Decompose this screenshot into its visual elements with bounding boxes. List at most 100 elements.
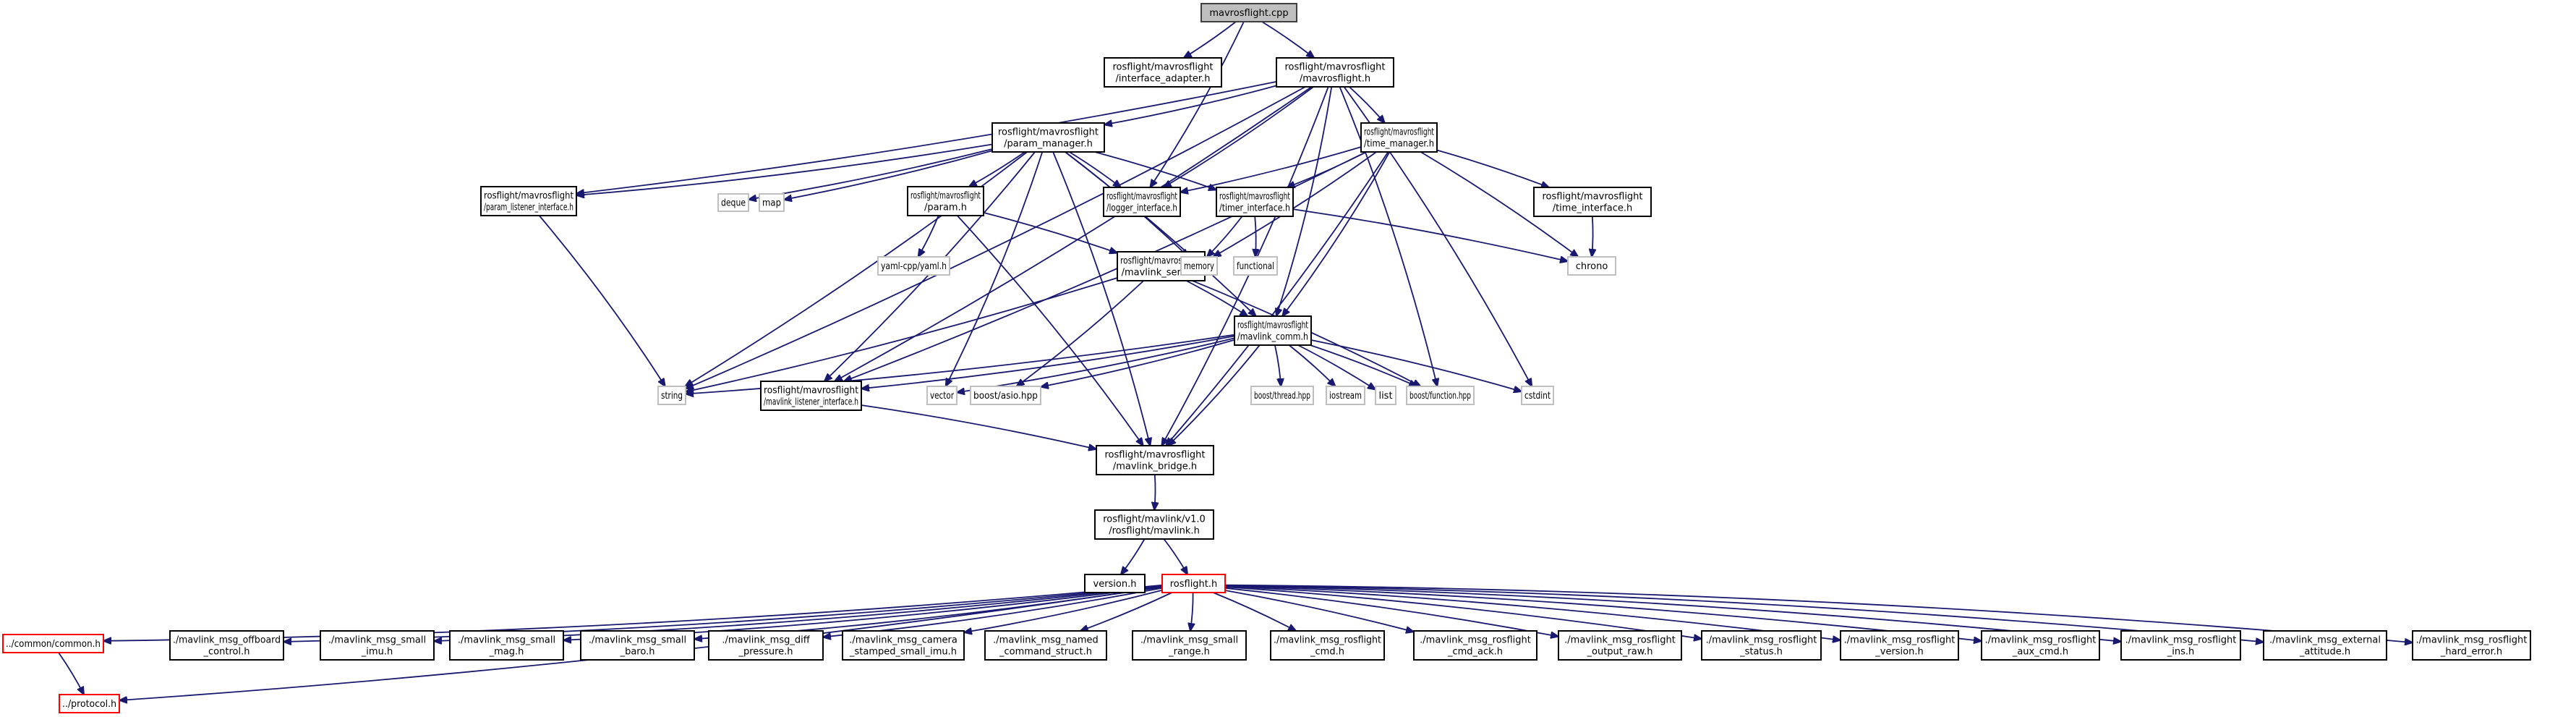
node-label-mli-line2: /mavlink_listener_interface.h	[764, 397, 858, 408]
edge-pm-to-param	[969, 151, 1025, 187]
node-label-m_version-line2: _version.h	[1875, 647, 1924, 658]
node-box-bridge	[1096, 445, 1214, 475]
node-box-m_cmd	[1270, 630, 1385, 661]
node-m_ins[interactable]: ./mavlink_msg_rosflight_ins.h	[2120, 630, 2241, 661]
node-label-mavh-line1: rosflight/mavrosflight	[1284, 62, 1385, 73]
node-rosflight[interactable]: rosflight.h	[1161, 574, 1226, 593]
edge-comm-to-bfunc	[1310, 344, 1417, 386]
node-box-common	[2, 634, 104, 653]
node-label-timer-line1: rosflight/mavrosflight	[1219, 192, 1290, 203]
edge-bridge-to-mavlink	[1154, 474, 1155, 510]
node-box-m_cam	[842, 630, 965, 661]
node-label-m_mag-line2: _mag.h	[489, 647, 524, 658]
node-m_imu[interactable]: ./mavlink_msg_small_imu.h	[320, 630, 435, 661]
node-box-cpp	[1200, 3, 1297, 22]
node-label-thread-line1: boost/thread.hpp	[1254, 391, 1310, 402]
node-label-list-line1: list	[1378, 391, 1392, 402]
node-label-vector-line1: vector	[930, 391, 955, 402]
node-timer[interactable]: rosflight/mavrosflight/timer_interface.h	[1216, 187, 1294, 217]
edge-pm-to-pli	[576, 143, 993, 195]
node-param[interactable]: rosflight/mavrosflight/param.h	[907, 186, 984, 216]
node-box-m_outraw	[1558, 630, 1682, 661]
edge-comm-to-mli	[861, 335, 1235, 389]
node-m_outraw[interactable]: ./mavlink_msg_rosflight_output_raw.h	[1558, 630, 1682, 661]
edge-timer-to-functional	[1255, 216, 1256, 257]
node-m_cmd[interactable]: ./mavlink_msg_rosflight_cmd.h	[1270, 630, 1385, 661]
node-label-cpp-line1: mavrosflight.cpp	[1209, 8, 1288, 19]
node-m_baro[interactable]: ./mavlink_msg_small_baro.h	[580, 630, 695, 661]
node-tm[interactable]: rosflight/mavrosflight/time_manager.h	[1360, 122, 1438, 153]
node-m_version[interactable]: ./mavlink_msg_rosflight_version.h	[1840, 630, 1959, 661]
node-box-param	[907, 186, 984, 216]
edge-comm-to-thread	[1274, 344, 1281, 386]
node-label-m_ins-line1: ./mavlink_msg_rosflight	[2125, 635, 2237, 646]
edge-mavh-to-tm	[1349, 86, 1385, 123]
node-label-m_outraw-line1: ./mavlink_msg_rosflight	[1564, 635, 1676, 646]
node-box-iface	[1104, 57, 1222, 88]
node-m_harderr[interactable]: ./mavlink_msg_rosflight_hard_error.h	[2412, 630, 2531, 661]
node-label-common-line1: ../common/common.h	[6, 639, 101, 650]
node-m_cmdack[interactable]: ./mavlink_msg_rosflight_cmd_ack.h	[1413, 630, 1538, 661]
node-label-param-line2: /param.h	[924, 203, 967, 213]
node-box-m_extatt	[2263, 630, 2387, 661]
node-m_range[interactable]: ./mavlink_msg_small_range.h	[1132, 630, 1247, 661]
node-label-m_harderr-line2: _hard_error.h	[2440, 647, 2502, 658]
node-m_mag[interactable]: ./mavlink_msg_small_mag.h	[449, 630, 564, 661]
node-pli[interactable]: rosflight/mavrosflight/param_listener_in…	[480, 186, 577, 216]
node-box-m_offboard	[169, 630, 284, 661]
node-label-version-line1: version.h	[1093, 579, 1137, 590]
node-box-m_baro	[580, 630, 695, 661]
node-pm[interactable]: rosflight/mavrosflight/param_manager.h	[991, 122, 1105, 153]
node-common[interactable]: ../common/common.h	[2, 634, 104, 653]
node-mavh[interactable]: rosflight/mavrosflight/mavrosflight.h	[1276, 57, 1394, 88]
node-thread: boost/thread.hpp	[1250, 386, 1314, 405]
node-timei[interactable]: rosflight/mavrosflight/time_interface.h	[1533, 187, 1652, 217]
node-label-comm-line1: rosflight/mavrosflight	[1237, 321, 1308, 331]
edge-pli-to-string	[539, 215, 665, 386]
node-cpp[interactable]: mavrosflight.cpp	[1200, 3, 1297, 22]
node-label-m_cam-line1: ./mavlink_msg_camera	[849, 635, 958, 646]
edge-mli-to-bridge	[861, 404, 1096, 449]
node-box-version	[1084, 574, 1146, 593]
node-label-memory-line1: memory	[1184, 261, 1214, 272]
node-box-cstdint	[1521, 386, 1554, 405]
node-label-tm-line2: /time_manager.h	[1364, 139, 1434, 150]
node-label-chrono-line1: chrono	[1576, 261, 1608, 272]
node-bridge[interactable]: rosflight/mavrosflight/mavlink_bridge.h	[1096, 445, 1214, 475]
node-box-comm	[1234, 315, 1312, 346]
node-version[interactable]: version.h	[1084, 574, 1146, 593]
node-m_status[interactable]: ./mavlink_msg_rosflight_status.h	[1701, 630, 1822, 661]
node-mli[interactable]: rosflight/mavrosflight/mavlink_listener_…	[760, 381, 862, 411]
node-label-asio-line1: boost/asio.hpp	[973, 391, 1038, 402]
node-mavlink[interactable]: rosflight/mavlink/v1.0/rosflight/mavlink…	[1094, 509, 1214, 540]
node-m_diff[interactable]: ./mavlink_msg_diff_pressure.h	[708, 630, 824, 661]
node-box-map	[759, 193, 785, 212]
node-label-m_range-line1: ./mavlink_msg_small	[1140, 635, 1238, 646]
edge-pm-to-vector	[946, 151, 1044, 386]
node-box-list	[1375, 386, 1396, 405]
node-protocol[interactable]: ../protocol.h	[59, 694, 120, 713]
node-m_cam[interactable]: ./mavlink_msg_camera_stamped_small_imu.h	[842, 630, 965, 661]
node-logger[interactable]: rosflight/mavrosflight/logger_interface.…	[1103, 187, 1181, 217]
node-m_aux[interactable]: ./mavlink_msg_rosflight_aux_cmd.h	[1981, 630, 2100, 661]
node-m_extatt[interactable]: ./mavlink_msg_external_attitude.h	[2263, 630, 2387, 661]
node-m_offboard[interactable]: ./mavlink_msg_offboard_control.h	[169, 630, 284, 661]
node-label-m_outraw-line2: _output_raw.h	[1587, 647, 1653, 658]
node-label-pm-line1: rosflight/mavrosflight	[998, 127, 1099, 138]
node-label-m_diff-line1: ./mavlink_msg_diff	[722, 635, 810, 646]
node-box-chrono	[1567, 256, 1616, 276]
edge-mavh-to-mli	[835, 86, 1313, 381]
node-iface[interactable]: rosflight/mavrosflight/interface_adapter…	[1104, 57, 1222, 88]
edge-tm-to-comm	[1282, 151, 1391, 316]
node-label-m_diff-line2: _pressure.h	[738, 647, 793, 658]
node-comm[interactable]: rosflight/mavrosflight/mavlink_comm.h	[1234, 315, 1312, 346]
node-label-m_extatt-line2: _attitude.h	[2299, 647, 2350, 658]
node-label-string-line1: string	[661, 391, 683, 402]
node-m_named[interactable]: ./mavlink_msg_named_command_struct.h	[984, 630, 1107, 661]
node-box-mavh	[1276, 57, 1394, 88]
edge-timer-to-chrono	[1292, 208, 1568, 261]
node-box-m_diff	[708, 630, 824, 661]
node-label-m_named-line2: _command_struct.h	[999, 647, 1092, 658]
node-map: map	[759, 193, 785, 212]
node-label-pli-line2: /param_listener_interface.h	[484, 203, 573, 213]
